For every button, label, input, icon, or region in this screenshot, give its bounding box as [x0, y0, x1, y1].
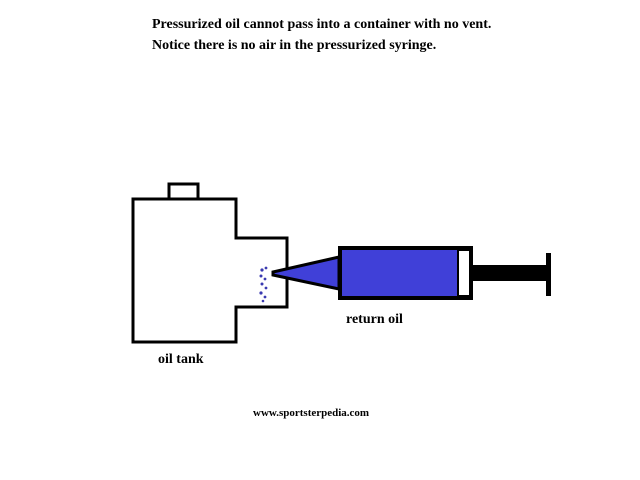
syringe-plunger-head	[457, 249, 471, 297]
website-credit: www.sportsterpedia.com	[253, 407, 370, 419]
caption-line-2: Notice there is no air in the pressurize…	[152, 38, 437, 53]
caption-line-1: Pressurized oil cannot pass into a conta…	[152, 17, 492, 32]
oil-tank	[131, 197, 289, 344]
oil-drops	[259, 266, 268, 303]
syringe-barrel	[338, 246, 473, 300]
syringe-thumb-press	[546, 253, 551, 296]
oil-tank-label: oil tank	[158, 352, 204, 367]
return-oil-label: return oil	[346, 312, 403, 327]
syringe-plunger-rod	[470, 265, 549, 281]
caption: Pressurized oil cannot pass into a conta…	[152, 14, 491, 56]
